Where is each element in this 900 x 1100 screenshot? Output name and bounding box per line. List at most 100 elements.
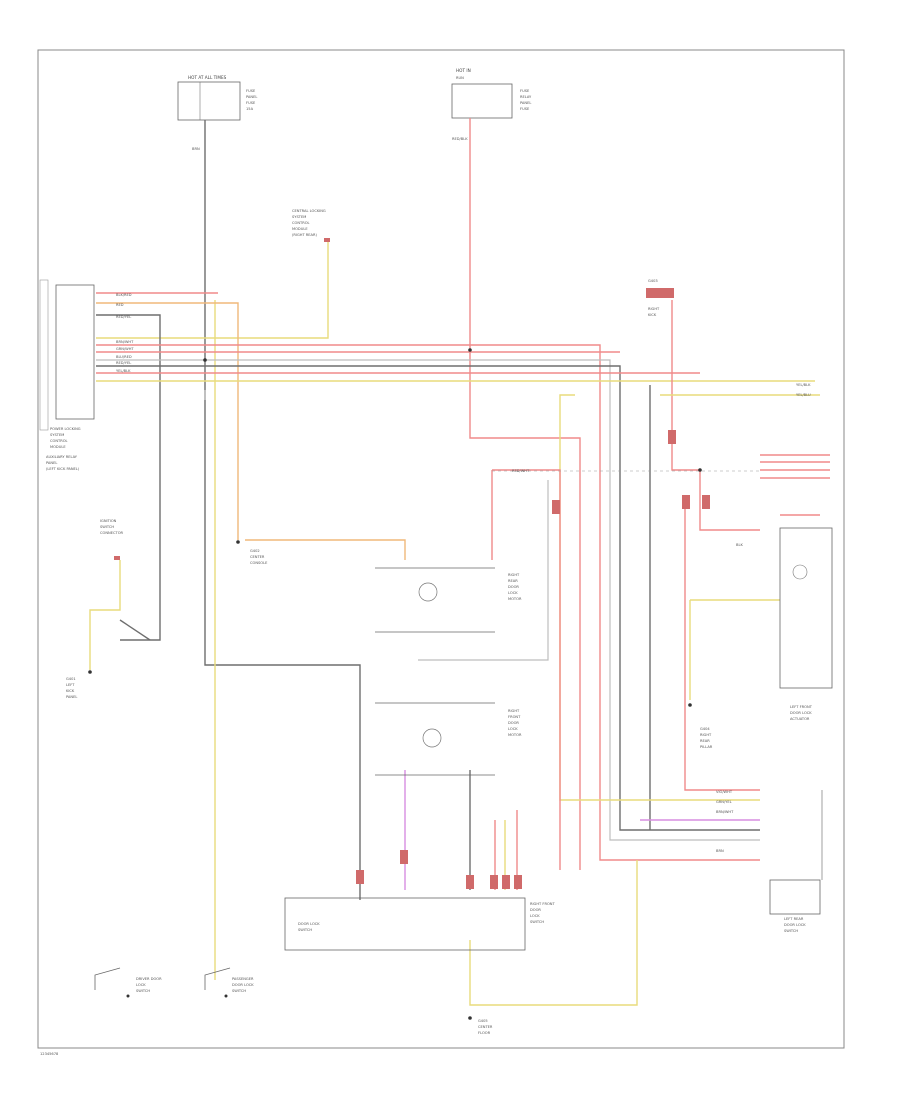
ground-center-floor: G405 CENTER FLOOR (468, 1016, 493, 1035)
svg-text:VIO/WHT: VIO/WHT (716, 790, 733, 794)
right-front-door-lock-switch: RIGHT FRONT DOOR LOCK SWITCH DOOR LOCK S… (284, 897, 555, 951)
svg-text:LOCK: LOCK (508, 591, 518, 595)
svg-text:DOOR LOCK: DOOR LOCK (790, 711, 812, 715)
svg-text:(LEFT KICK PANEL): (LEFT KICK PANEL) (46, 467, 80, 471)
svg-text:CENTER: CENTER (250, 555, 265, 559)
svg-text:RED/YEL: RED/YEL (116, 361, 131, 365)
fuse-panel-hot-in-run: HOT IN RUN FUSE RELAY PANEL FUSE (451, 68, 532, 119)
svg-text:PASSENGER: PASSENGER (232, 977, 254, 981)
svg-text:RIGHT: RIGHT (508, 573, 520, 577)
svg-text:CONTROL: CONTROL (292, 221, 310, 225)
wire-labels: BLK/RED RED RED/YEL BRN/WHT GRN/WHT BLU/… (116, 137, 811, 853)
svg-text:YEL/BLK: YEL/BLK (116, 369, 131, 373)
svg-text:YEL/BLK: YEL/BLK (796, 383, 811, 387)
svg-text:DOOR LOCK: DOOR LOCK (298, 922, 320, 926)
svg-text:SWITCH: SWITCH (136, 989, 150, 993)
ground-right-rear-pillar: G404 RIGHT REAR PILLAR (688, 703, 713, 749)
svg-text:FRONT: FRONT (508, 715, 521, 719)
ground-right-kick: G403 RIGHT KICK (646, 279, 674, 317)
svg-text:PANEL: PANEL (66, 695, 77, 699)
svg-text:MODULE: MODULE (292, 227, 308, 231)
svg-text:CENTRAL LOCKING: CENTRAL LOCKING (292, 209, 326, 213)
svg-text:POWER LOCKING: POWER LOCKING (50, 427, 81, 431)
svg-text:REAR: REAR (508, 579, 518, 583)
svg-text:G404: G404 (700, 727, 710, 731)
svg-text:SWITCH: SWITCH (298, 928, 312, 932)
svg-text:CONTROL: CONTROL (50, 439, 68, 443)
svg-text:RED/YEL: RED/YEL (116, 315, 131, 319)
svg-text:PANEL: PANEL (520, 101, 531, 105)
svg-text:REAR: REAR (700, 739, 710, 743)
svg-text:G402: G402 (250, 549, 260, 553)
svg-text:YEL/BLU: YEL/BLU (796, 393, 811, 397)
svg-text:LEFT: LEFT (66, 683, 75, 687)
passenger-door-lock-switch: PASSENGER DOOR LOCK SWITCH (204, 967, 254, 998)
svg-text:BLK: BLK (736, 543, 743, 547)
svg-text:RIGHT: RIGHT (700, 733, 712, 737)
svg-text:RELAY: RELAY (520, 95, 532, 99)
svg-text:BRN: BRN (716, 849, 724, 853)
svg-text:G403: G403 (648, 279, 658, 283)
svg-text:BRN/WHT: BRN/WHT (116, 340, 134, 344)
svg-text:IGNITION: IGNITION (100, 519, 117, 523)
svg-text:PILLAR: PILLAR (700, 745, 713, 749)
ground-center-console: G402 CENTER CONSOLE (236, 540, 268, 565)
diagram-frame (37, 49, 845, 1049)
svg-text:SYSTEM: SYSTEM (50, 433, 64, 437)
svg-text:LOCK: LOCK (530, 914, 540, 918)
svg-text:PANEL: PANEL (246, 95, 257, 99)
wire-harness (89, 118, 830, 1006)
svg-text:SYSTEM: SYSTEM (292, 215, 306, 219)
svg-text:MOTOR: MOTOR (508, 733, 522, 737)
footer-code: 12345678 (40, 1052, 59, 1056)
central-locking-module-label: CENTRAL LOCKING SYSTEM CONTROL MODULE (R… (292, 209, 330, 242)
svg-text:RED/BLK: RED/BLK (452, 137, 468, 141)
svg-text:GRN/YEL: GRN/YEL (716, 800, 732, 804)
svg-text:MODULE: MODULE (50, 445, 66, 449)
svg-text:G405: G405 (478, 1019, 488, 1023)
svg-text:DOOR: DOOR (530, 908, 541, 912)
power-locking-control-module: POWER LOCKING SYSTEM CONTROL MODULE AUXI… (39, 279, 95, 471)
svg-text:SWITCH: SWITCH (232, 989, 246, 993)
svg-text:G401: G401 (66, 677, 76, 681)
svg-text:PANEL: PANEL (46, 461, 57, 465)
svg-text:RIGHT: RIGHT (648, 307, 660, 311)
svg-text:BLK/RED: BLK/RED (116, 293, 132, 297)
connector-blocks (203, 348, 710, 889)
svg-text:ACTUATOR: ACTUATOR (790, 717, 810, 721)
ignition-switch-connector: IGNITION SWITCH CONNECTOR (100, 519, 124, 560)
svg-text:RIGHT FRONT: RIGHT FRONT (530, 902, 555, 906)
svg-text:RUN: RUN (456, 76, 464, 80)
svg-text:BLU/RED: BLU/RED (116, 355, 132, 359)
svg-text:GRN/WHT: GRN/WHT (116, 347, 134, 351)
svg-text:FUSE: FUSE (520, 89, 530, 93)
right-rear-door-lock-motor: RIGHT REAR DOOR LOCK MOTOR (375, 567, 522, 633)
fuse-panel-hot-at-all-times: HOT AT ALL TIMES FUSE PANEL FUSE 15A (177, 75, 257, 121)
svg-text:MOTOR: MOTOR (508, 597, 522, 601)
svg-text:LOCK: LOCK (508, 727, 518, 731)
svg-text:CONNECTOR: CONNECTOR (100, 531, 124, 535)
svg-text:HOT IN: HOT IN (456, 68, 471, 73)
svg-text:BRN/WHT: BRN/WHT (716, 810, 734, 814)
svg-text:KICK: KICK (648, 313, 657, 317)
svg-text:HOT AT ALL TIMES: HOT AT ALL TIMES (188, 75, 227, 80)
svg-text:LOCK: LOCK (136, 983, 146, 987)
svg-text:15A: 15A (246, 107, 254, 111)
svg-text:DOOR: DOOR (508, 585, 519, 589)
svg-text:SWITCH: SWITCH (784, 929, 798, 933)
svg-text:FUSE: FUSE (246, 89, 256, 93)
svg-text:SWITCH: SWITCH (530, 920, 544, 924)
svg-text:AUXILIARY RELAY: AUXILIARY RELAY (46, 455, 78, 459)
svg-text:FUSE: FUSE (246, 101, 256, 105)
svg-text:RED: RED (116, 303, 124, 307)
svg-text:KICK: KICK (66, 689, 75, 693)
svg-text:CENTER: CENTER (478, 1025, 493, 1029)
svg-text:DOOR: DOOR (508, 721, 519, 725)
svg-text:LEFT REAR: LEFT REAR (784, 917, 804, 921)
svg-text:DOOR LOCK: DOOR LOCK (784, 923, 806, 927)
svg-text:LEFT FRONT: LEFT FRONT (790, 705, 813, 709)
ground-left-kick-panel: G401 LEFT KICK PANEL (66, 670, 92, 699)
svg-text:CONSOLE: CONSOLE (250, 561, 268, 565)
svg-text:FUSE: FUSE (520, 107, 530, 111)
